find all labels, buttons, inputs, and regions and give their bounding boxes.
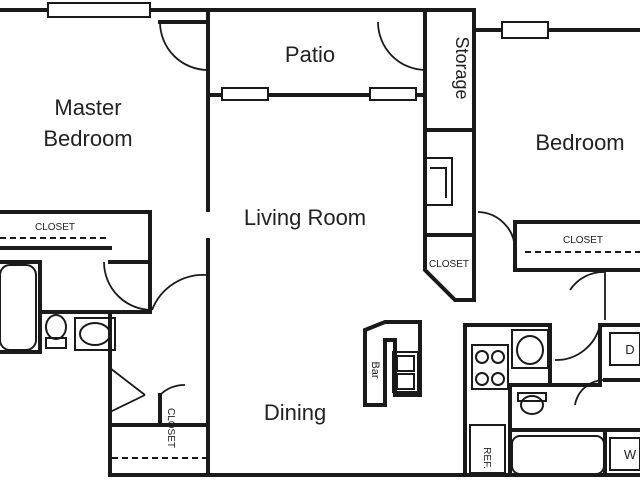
closet-hall-label: CLOSET — [165, 408, 176, 448]
fireplace — [425, 157, 453, 206]
toilet-master — [45, 314, 67, 340]
door-swing-bedroom — [477, 211, 516, 251]
door-swing-hall — [151, 274, 208, 311]
sink-kitchen — [392, 351, 419, 393]
door-swing-patio-right — [377, 21, 426, 71]
wall-master-closet — [0, 210, 152, 264]
ref-box — [469, 424, 506, 474]
door-swing-bath2 — [554, 324, 601, 361]
bathtub-master — [0, 264, 37, 351]
sink-master — [74, 317, 116, 351]
dryer-box — [609, 332, 640, 366]
room-patio: Patio — [285, 42, 335, 67]
wall-hall-left — [108, 310, 640, 477]
closet-bedroom-label: CLOSET — [563, 235, 603, 246]
room-storage: Storage — [452, 36, 472, 99]
ref-label: REF. — [481, 447, 492, 469]
wall-laundry — [598, 323, 640, 432]
window-top-left — [47, 2, 151, 18]
wall-master-bath — [0, 260, 152, 354]
sink-bath2 — [511, 329, 549, 369]
room-master-line2: Bedroom — [43, 126, 132, 151]
window-patio-2 — [369, 87, 417, 101]
door-swing-bedroom-closet — [569, 271, 606, 320]
room-dining: Dining — [264, 400, 326, 425]
washer-label: W — [624, 447, 637, 462]
bathtub-bath2 — [511, 435, 605, 475]
window-patio-1 — [221, 87, 269, 101]
dryer-label: D — [625, 342, 634, 357]
wall-bar — [363, 320, 422, 407]
stove — [471, 344, 509, 390]
door-swing-hallcloset — [159, 384, 186, 396]
door-swing-laundry — [574, 379, 606, 406]
closet-living-label: CLOSET — [429, 259, 469, 270]
wall-top-center — [206, 8, 640, 32]
room-living: Living Room — [244, 205, 366, 230]
room-master-line1: Master — [54, 95, 121, 120]
toilet-bath2 — [520, 395, 544, 415]
wall-living-closet — [423, 233, 476, 302]
wall-bedroom-closet — [513, 220, 640, 272]
door-swing-patio-left — [159, 21, 209, 71]
room-bedroom: Bedroom — [535, 130, 624, 155]
bar-label: Bar — [369, 361, 381, 378]
door-swing-master — [103, 261, 153, 311]
wall-hall-closet — [108, 393, 210, 427]
closet-master-label: CLOSET — [35, 222, 75, 233]
wall-top-left — [0, 8, 210, 24]
washer-box — [609, 437, 640, 471]
door-swing-bath — [109, 367, 146, 413]
window-top-right — [501, 21, 549, 39]
wall-living-right — [423, 128, 476, 237]
